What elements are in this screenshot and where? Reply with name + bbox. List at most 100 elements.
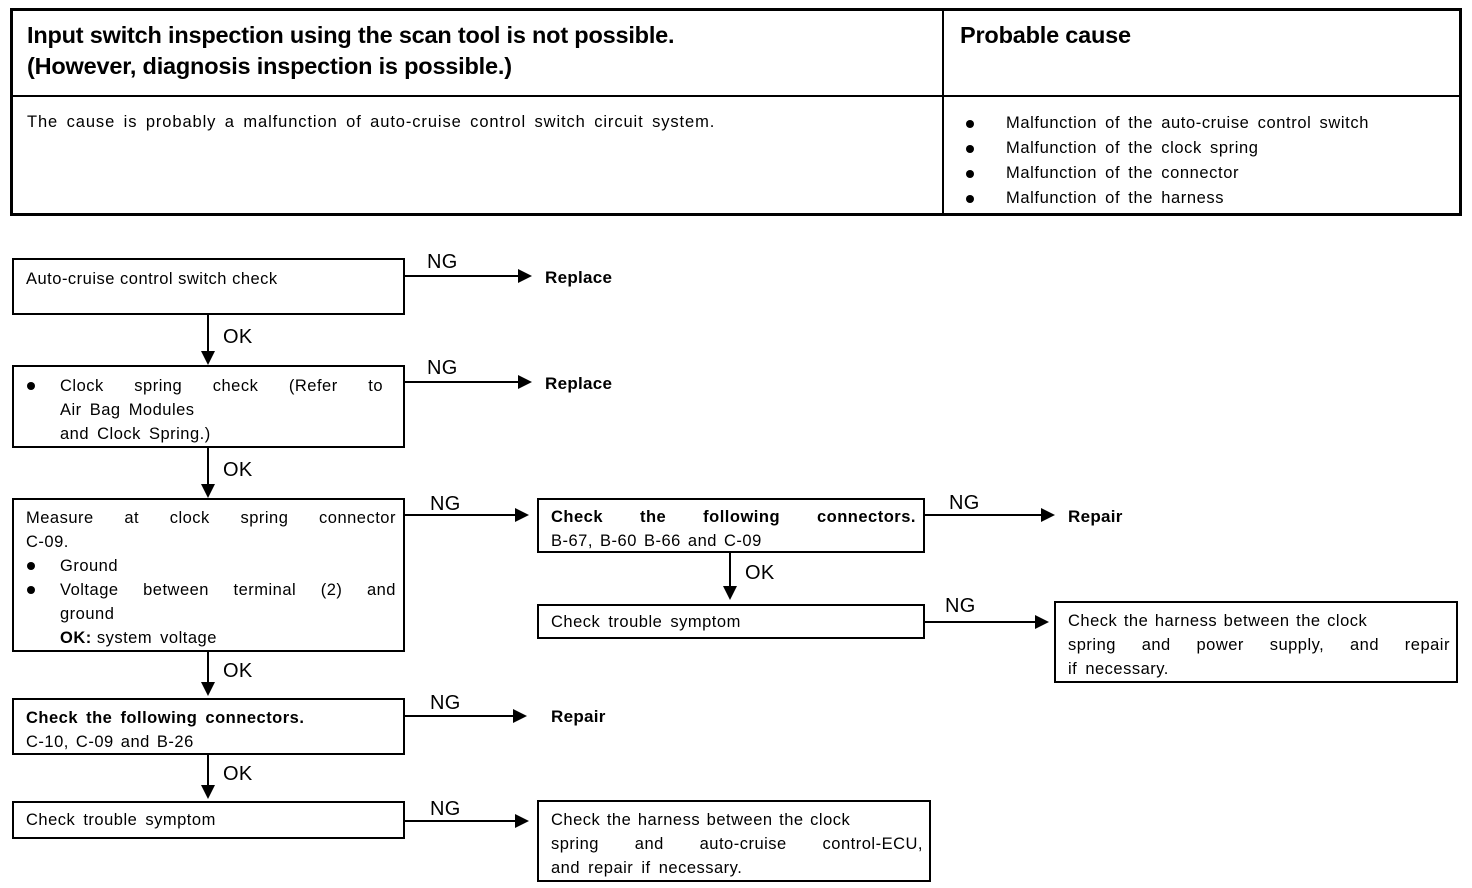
edge-ng-2 [405, 381, 520, 383]
flow-step-line: spring and auto-cruise control-ECU, [551, 832, 923, 856]
probable-cause-list: Malfunction of the auto-cruise control s… [964, 111, 1445, 211]
flow-step-line: Voltage between terminal (2) and [60, 578, 396, 602]
word: spring [1068, 636, 1116, 654]
arrow-ok-4 [201, 785, 215, 799]
flow-branch-connectors-b67: Check the following connectors. B-67, B-… [537, 498, 925, 553]
edge-label-ng-1: NG [427, 251, 458, 273]
edge-ng-5 [405, 820, 517, 822]
word: and [1350, 636, 1380, 654]
ok-label: OK: [60, 629, 92, 647]
flow-step-line: Measure at clock spring connector [26, 506, 396, 530]
edge-label-ok-2: OK [223, 459, 253, 481]
word: auto-cruise [699, 835, 787, 853]
arrow-ok-2 [201, 484, 215, 498]
word: terminal [233, 581, 297, 599]
edge-ng-4 [405, 715, 515, 717]
edge-ng-3 [405, 514, 517, 516]
word: the [639, 508, 667, 526]
flow-step-switch-check: Auto-cruise control switch check [12, 258, 405, 315]
symptom-column-right: Probable cause Malfunction of the auto-c… [944, 11, 1459, 213]
flow-step-ok-condition: OK: system voltage [26, 626, 393, 650]
cause-text: Malfunction of the clock spring [1006, 139, 1259, 157]
word: at [124, 509, 140, 527]
edge-ng-6 [925, 514, 1043, 516]
word: and [1141, 636, 1171, 654]
probable-cause-header: Probable cause [944, 11, 1459, 97]
list-item: Malfunction of the connector [964, 161, 1445, 186]
terminal-repair-1: Repair [1068, 507, 1123, 526]
flow-step-line: B-67, B-60 B-66 and C-09 [551, 532, 762, 550]
word: repair [1404, 636, 1450, 654]
word: supply, [1269, 636, 1325, 654]
symptom-cause-text: The cause is probably a malfunction of a… [27, 113, 716, 131]
bullet-icon [966, 145, 974, 153]
symptom-table: Input switch inspection using the scan t… [10, 8, 1462, 216]
bullet-icon [27, 382, 35, 390]
flow-step-text: Check trouble symptom [26, 811, 216, 829]
flow-step-measure: Measure at clock spring connector C-09. … [12, 498, 405, 652]
word: connector [319, 509, 396, 527]
list-item: Ground [26, 554, 393, 578]
flow-step-line: Check the harness between the clock [551, 811, 851, 829]
word: connectors. [816, 508, 916, 526]
bullet-icon [966, 195, 974, 203]
word: between [143, 581, 209, 599]
arrow-ng-5 [515, 814, 529, 828]
edge-label-ng-5: NG [430, 798, 461, 820]
arrow-ng-2 [518, 375, 532, 389]
flow-step-line: Check the following connectors. [551, 505, 916, 529]
ok-value: system voltage [96, 629, 217, 647]
word: following [703, 508, 781, 526]
terminal-replace-1: Replace [545, 268, 613, 287]
flow-step-line: C-09. [26, 533, 69, 551]
flow-branch-trouble-symptom: Check trouble symptom [537, 604, 925, 639]
flow-step-line: Check the harness between the clock [1068, 612, 1368, 630]
word: clock [169, 509, 210, 527]
arrow-ng-7 [1035, 615, 1049, 629]
word: Check [551, 508, 604, 526]
flow-step-line: and repair if necessary. [551, 859, 743, 877]
edge-ok-3 [207, 652, 209, 684]
arrow-ok-1 [201, 351, 215, 365]
bullet-icon [27, 586, 35, 594]
edge-ok-1 [207, 315, 209, 353]
word: to [368, 377, 383, 395]
word: spring [134, 377, 183, 395]
measure-bullet-list: Ground Voltage between terminal (2) and [26, 554, 396, 602]
flow-step-line: Clock spring check (Refer to [60, 374, 383, 398]
edge-label-ok-3: OK [223, 660, 253, 682]
edge-label-ng-4: NG [430, 692, 461, 714]
edge-label-ng-6: NG [949, 492, 980, 514]
word: (2) [320, 581, 343, 599]
edge-ok-4 [207, 755, 209, 787]
word: power [1196, 636, 1244, 654]
list-item: Malfunction of the auto-cruise control s… [964, 111, 1445, 136]
flow-step-line: Check the following connectors. [26, 709, 305, 727]
word: Measure [26, 509, 94, 527]
flow-result-harness-ecu: Check the harness between the clock spri… [537, 800, 931, 882]
flow-step-line: and Clock Spring.) [60, 425, 211, 443]
word: control-ECU, [822, 835, 923, 853]
flow-step-line: if necessary. [1068, 660, 1169, 678]
edge-ok-5 [729, 553, 731, 588]
arrow-ok-3 [201, 682, 215, 696]
symptom-column-left: Input switch inspection using the scan t… [13, 11, 944, 213]
bullet-icon [966, 120, 974, 128]
flow-result-harness-power-supply: Check the harness between the clock spri… [1054, 601, 1458, 683]
arrow-ng-4 [513, 709, 527, 723]
word: Voltage [60, 581, 119, 599]
flow-step-trouble-symptom-main: Check trouble symptom [12, 801, 405, 839]
arrow-ok-5 [723, 586, 737, 600]
edge-label-ok-1: OK [223, 326, 253, 348]
flow-step-line: Ground [60, 557, 119, 575]
cause-text: Malfunction of the harness [1006, 189, 1225, 207]
edge-ng-1 [405, 275, 520, 277]
probable-cause-body: Malfunction of the auto-cruise control s… [944, 97, 1459, 213]
list-item: Malfunction of the harness [964, 186, 1445, 211]
word: spring [551, 835, 599, 853]
edge-ok-2 [207, 448, 209, 486]
flow-step-line: ground [60, 605, 115, 623]
symptom-header-line-2: (However, diagnosis inspection is possib… [27, 53, 512, 80]
flow-step-text: Auto-cruise control switch check [26, 270, 278, 288]
